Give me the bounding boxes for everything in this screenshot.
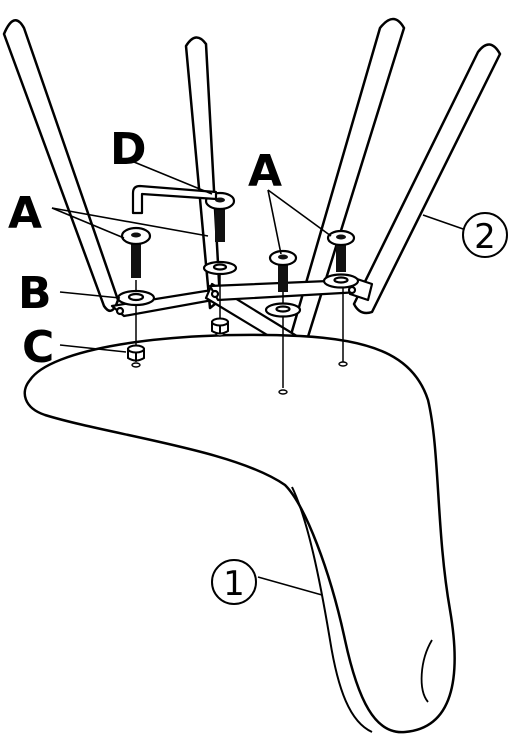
nuts — [127, 317, 229, 362]
washer-b — [116, 289, 156, 307]
allen-key-d — [131, 184, 218, 215]
leg-back-center — [184, 36, 222, 310]
svg-text:2: 2 — [474, 217, 496, 257]
label-d: D — [110, 124, 147, 175]
leg-frame — [2, 17, 502, 362]
nut-c — [127, 344, 145, 362]
mounting-bracket — [110, 276, 374, 352]
leg-front-right — [284, 17, 406, 362]
leg-back-right — [352, 43, 502, 315]
item-number-2: 2 — [462, 212, 508, 258]
bolt-a — [120, 226, 152, 278]
washers — [116, 260, 360, 318]
bolt-a — [268, 249, 298, 292]
washer — [202, 260, 238, 276]
svg-text:1: 1 — [223, 564, 245, 604]
nut — [211, 317, 229, 335]
bolts — [120, 191, 356, 292]
label-c: C — [22, 322, 54, 373]
bolt-a — [326, 229, 356, 272]
label-pointers — [51, 161, 467, 596]
washer — [322, 273, 360, 289]
label-a-left: A — [8, 188, 42, 239]
seat-shell — [23, 333, 456, 734]
washer — [264, 302, 302, 318]
label-b: B — [18, 268, 52, 319]
label-a-right: A — [248, 146, 282, 197]
item-number-1: 1 — [211, 559, 257, 605]
